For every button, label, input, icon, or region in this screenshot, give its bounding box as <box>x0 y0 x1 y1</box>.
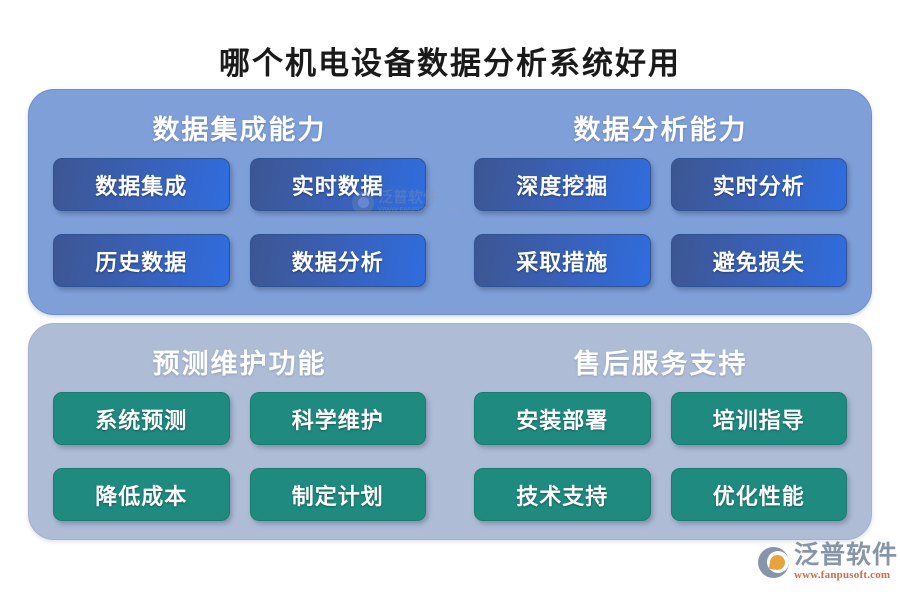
chip-item[interactable]: 安装部署 <box>474 392 651 445</box>
brand-url: www.fanpusoft.com <box>794 569 891 581</box>
chip-item[interactable]: 避免损失 <box>670 234 847 287</box>
section-title: 售后服务支持 <box>573 349 748 379</box>
chip-item[interactable]: 数据分析 <box>249 234 426 287</box>
brand-text: 泛普软件 www.fanpusoft.com <box>794 543 898 581</box>
chip-item[interactable]: 采取措施 <box>474 234 651 287</box>
section-data-analysis: 数据分析能力 深度挖掘 实时分析 采取措施 避免损失 <box>450 90 871 314</box>
chip-grid: 系统预测 科学维护 降低成本 制定计划 <box>53 392 426 521</box>
chip-grid: 安装部署 培训指导 技术支持 优化性能 <box>474 392 847 521</box>
section-predictive-maintenance: 预测维护功能 系统预测 科学维护 降低成本 制定计划 <box>29 324 450 539</box>
chip-item[interactable]: 数据集成 <box>53 158 230 211</box>
chip-item[interactable]: 实时数据 <box>249 158 426 211</box>
fanpu-logo-icon <box>758 546 789 578</box>
chip-item[interactable]: 技术支持 <box>474 468 651 521</box>
chip-item[interactable]: 降低成本 <box>53 468 230 521</box>
section-data-integration: 数据集成能力 数据集成 实时数据 历史数据 数据分析 <box>29 90 450 314</box>
chip-item[interactable]: 历史数据 <box>53 234 230 287</box>
brand-name: 泛普软件 <box>794 542 899 569</box>
chip-grid: 深度挖掘 实时分析 采取措施 避免损失 <box>474 158 847 287</box>
chip-grid: 数据集成 实时数据 历史数据 数据分析 <box>53 158 426 287</box>
section-title: 数据分析能力 <box>573 115 748 145</box>
section-title: 数据集成能力 <box>152 115 327 145</box>
chip-item[interactable]: 制定计划 <box>249 468 426 521</box>
chip-item[interactable]: 深度挖掘 <box>474 158 651 211</box>
panel-service: 预测维护功能 系统预测 科学维护 降低成本 制定计划 售后服务支持 安装部署 培… <box>28 323 872 540</box>
chip-item[interactable]: 系统预测 <box>53 392 230 445</box>
brand-logo: 泛普软件 www.fanpusoft.com <box>758 543 898 581</box>
section-after-sales-support: 售后服务支持 安装部署 培训指导 技术支持 优化性能 <box>450 324 871 539</box>
chip-item[interactable]: 实时分析 <box>670 158 847 211</box>
chip-item[interactable]: 科学维护 <box>249 392 426 445</box>
panel-capabilities: 数据集成能力 数据集成 实时数据 历史数据 数据分析 数据分析能力 深度挖掘 实… <box>28 89 872 315</box>
section-title: 预测维护功能 <box>152 349 327 379</box>
chip-item[interactable]: 优化性能 <box>670 468 847 521</box>
page-title: 哪个机电设备数据分析系统好用 <box>219 46 681 81</box>
chip-item[interactable]: 培训指导 <box>670 392 847 445</box>
